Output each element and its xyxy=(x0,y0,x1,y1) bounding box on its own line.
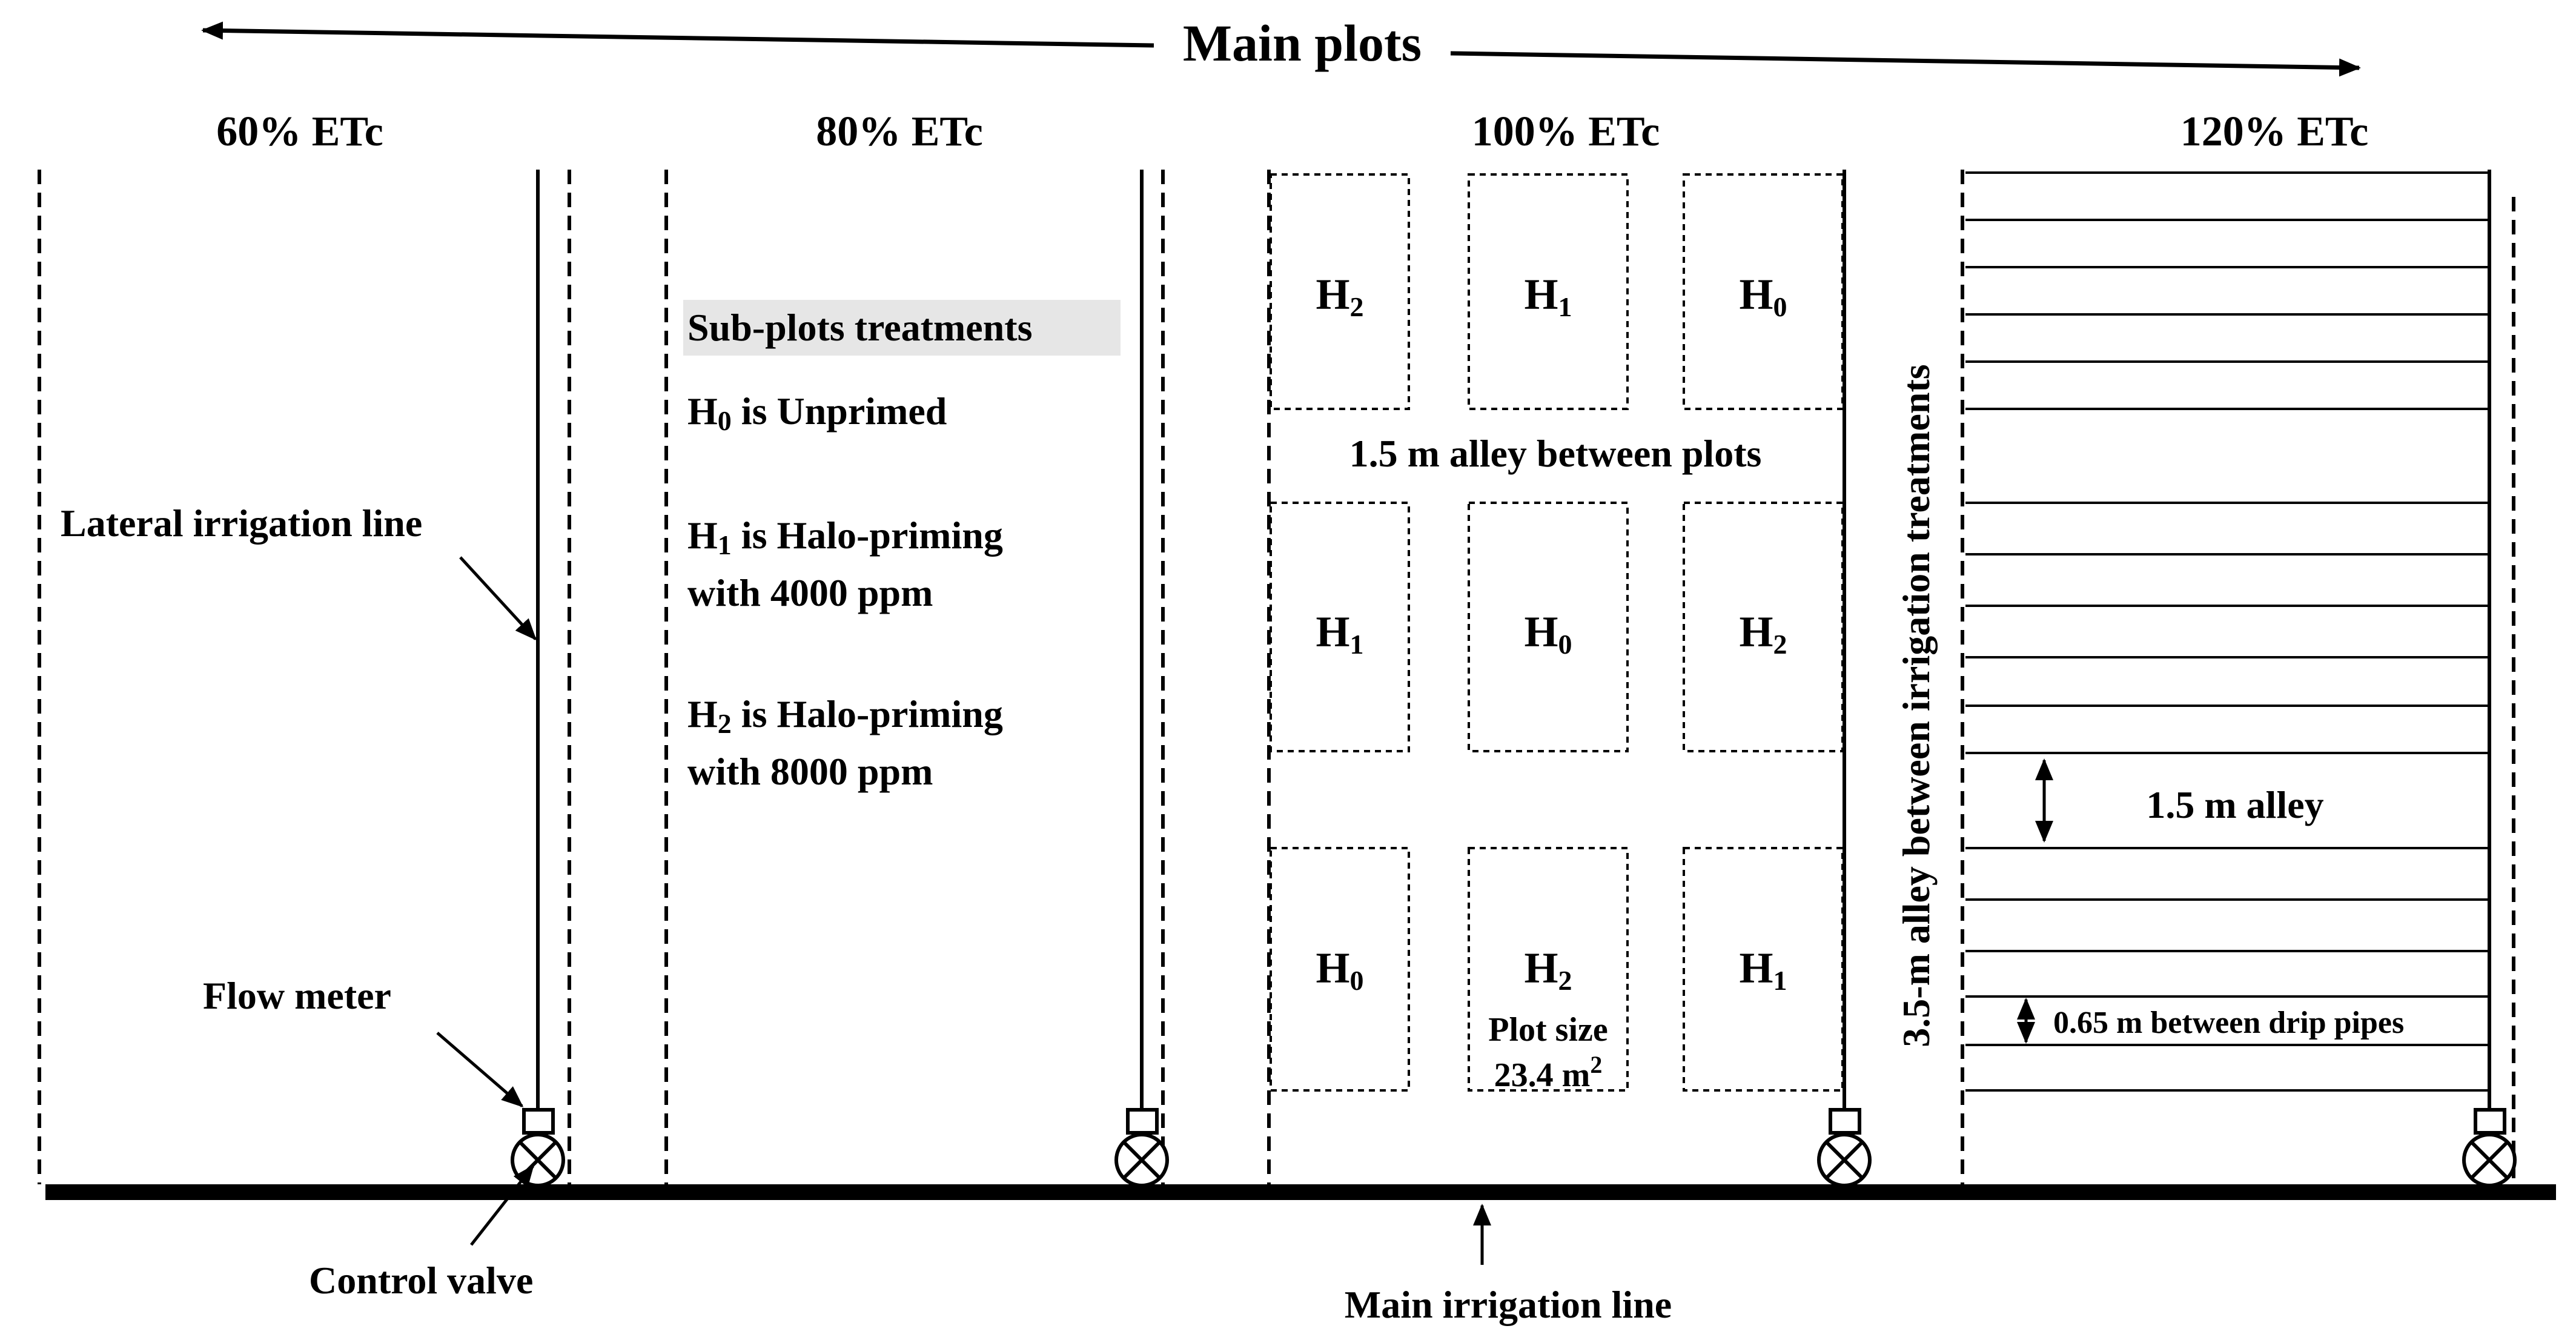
lateral-line-label: Lateral irrigation line xyxy=(61,502,422,545)
treatment-label-100: 100% ETc xyxy=(1472,108,1660,155)
flow-meter-80 xyxy=(1126,1108,1159,1135)
treatment-label-60: 60% ETc xyxy=(216,108,383,155)
legend-h0: H0 is Unprimed xyxy=(687,390,947,436)
legend-h1: H1 is Halo-priming xyxy=(687,514,1003,560)
alley-between-treatments-label: 3.5-m alley between irrigation treatment… xyxy=(1895,364,1938,1047)
main-irrigation-line xyxy=(45,1184,2556,1200)
subplot-r2c3: H2 xyxy=(1739,608,1787,660)
legend-h2: H2 is Halo-priming xyxy=(687,692,1003,739)
legend-heading: Sub-plots treatments xyxy=(687,306,1033,349)
subplot-r2c1: H1 xyxy=(1316,608,1363,660)
lateral-line-pointer xyxy=(459,556,537,641)
plot-size-value: 23.4 m2 xyxy=(1494,1051,1603,1094)
subplot-labels: H2 H1 H0 H1 H0 H2 H0 H2 H1 xyxy=(1316,270,1787,996)
subplot-r1c2: H1 xyxy=(1524,270,1572,322)
alley-15-label: 1.5 m alley xyxy=(2146,783,2323,826)
flow-meter-label: Flow meter xyxy=(203,974,391,1017)
control-valve-80 xyxy=(1114,1133,1169,1187)
subplot-r3c2: H2 xyxy=(1524,944,1572,996)
main-irrigation-line-label: Main irrigation line xyxy=(1345,1283,1672,1326)
subplot-r1c3: H0 xyxy=(1739,270,1787,322)
main-plots-arrow xyxy=(201,21,2361,77)
treatment-label-120: 120% ETc xyxy=(2180,108,2369,155)
drip-spacing-label: 0.65 m between drip pipes xyxy=(2053,1006,2404,1040)
legend-h1-line2: with 4000 ppm xyxy=(687,571,933,614)
plot-size-label: Plot size xyxy=(1488,1011,1608,1049)
treatment-label-80: 80% ETc xyxy=(816,108,983,155)
subplot-r2c2: H0 xyxy=(1524,608,1572,660)
subplot-r3c1: H0 xyxy=(1316,944,1363,996)
subplot-boxes xyxy=(1270,173,1844,1092)
control-valve-100 xyxy=(1817,1133,1872,1187)
subplot-r1c1: H2 xyxy=(1316,270,1363,322)
subplot-r3c3: H1 xyxy=(1739,944,1787,996)
flow-meter-60 xyxy=(522,1108,555,1135)
drip-pipes xyxy=(1965,171,2489,1092)
main-plots-title: Main plots xyxy=(1183,14,1422,72)
legend-h2-line2: with 8000 ppm xyxy=(687,750,933,793)
flow-meter-100 xyxy=(1829,1108,1861,1135)
control-valve-120 xyxy=(2462,1133,2517,1187)
control-valve-label: Control valve xyxy=(309,1259,533,1302)
main-plot-boundaries xyxy=(38,170,2515,1184)
control-valve-pointer xyxy=(470,1164,534,1246)
flow-meter-120 xyxy=(2474,1108,2506,1135)
legend-heading-background xyxy=(683,300,1121,356)
control-valve-60 xyxy=(511,1133,565,1187)
flow-meter-pointer xyxy=(436,1032,524,1107)
alley-between-plots-label: 1.5 m alley between plots xyxy=(1349,432,1762,475)
